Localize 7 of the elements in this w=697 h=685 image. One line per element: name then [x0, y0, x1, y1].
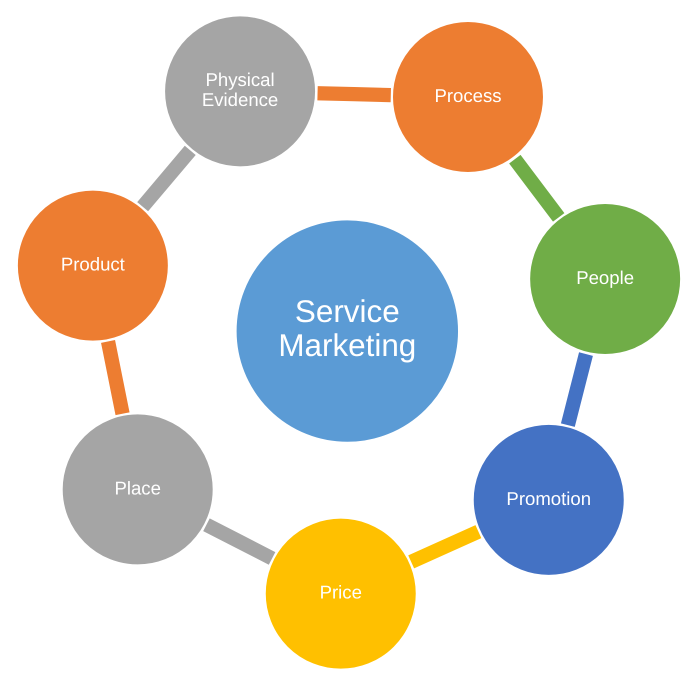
connector — [202, 518, 275, 565]
connector — [136, 146, 196, 212]
connector — [560, 352, 592, 427]
connector — [316, 86, 390, 102]
connector — [508, 154, 564, 222]
connector — [408, 525, 481, 568]
connector — [100, 340, 130, 416]
